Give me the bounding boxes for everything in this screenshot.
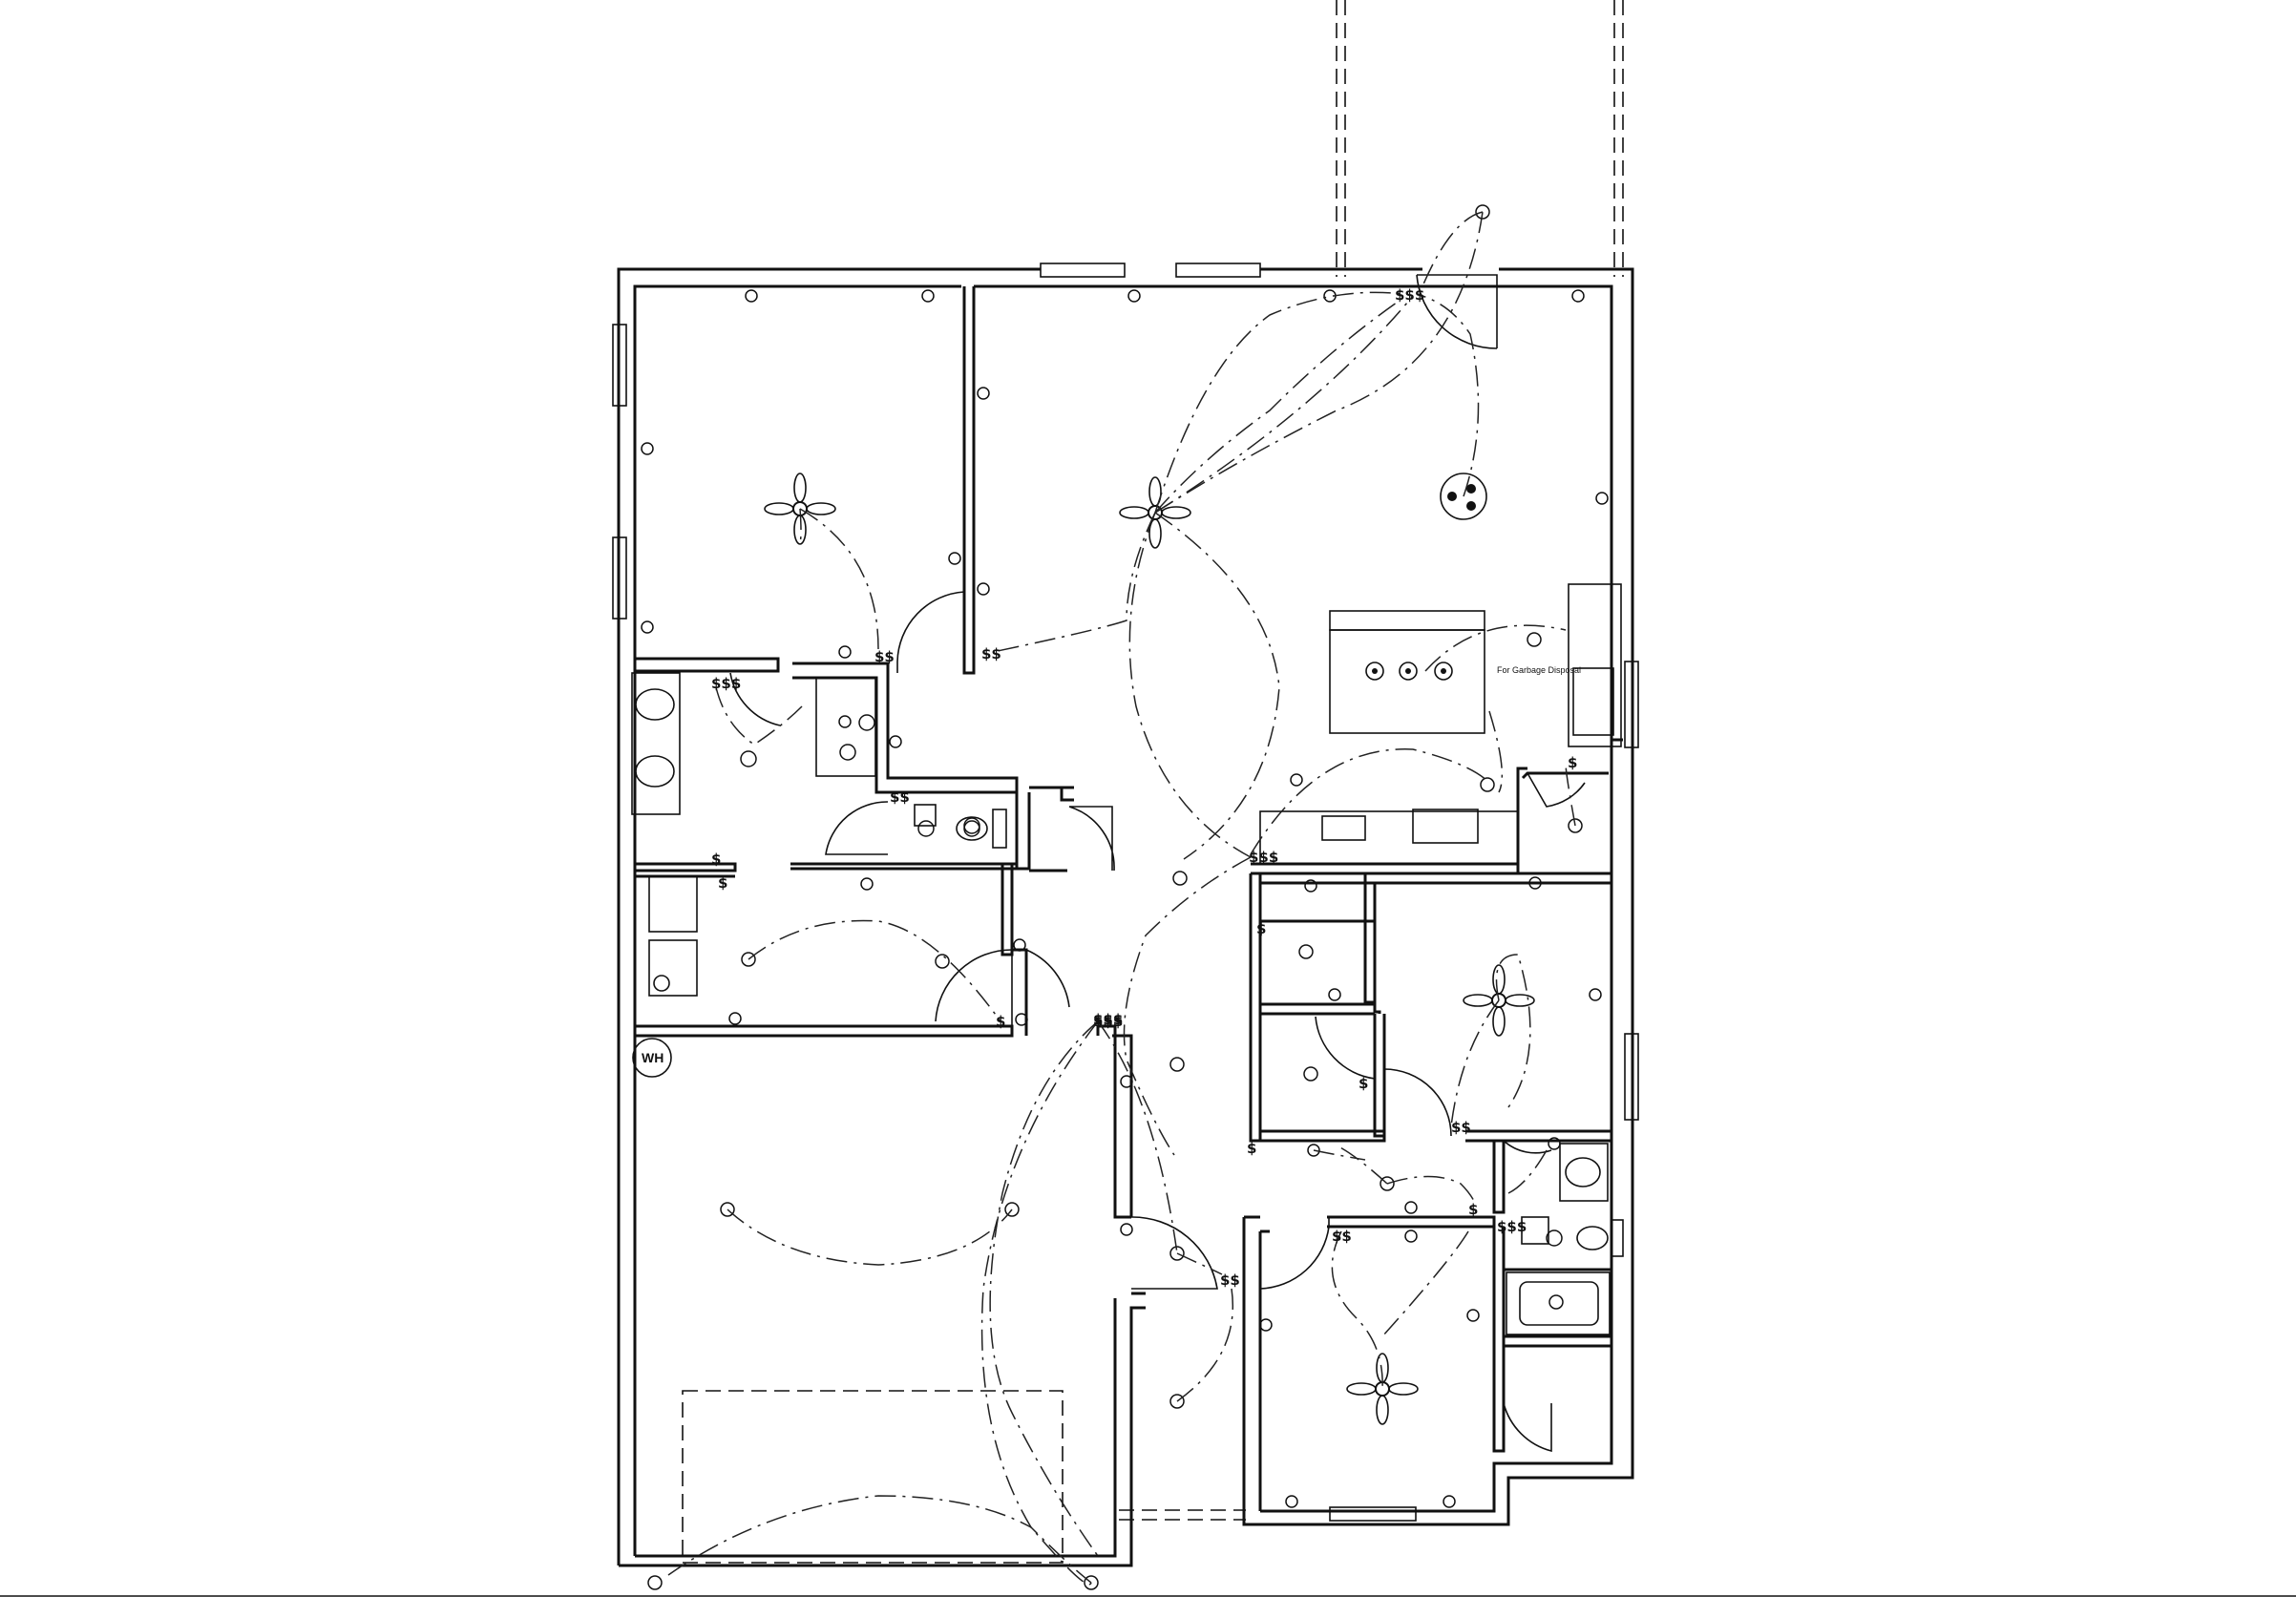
switch-single: $ — [1568, 754, 1577, 771]
switch-single: $ — [1256, 920, 1266, 937]
switch-single: $ — [996, 1013, 1005, 1030]
interior-walls — [635, 286, 1623, 1453]
bath-fixtures — [631, 672, 1624, 1335]
switch-single: $ — [711, 851, 721, 868]
porch-dashed — [1119, 1509, 1246, 1521]
laundry — [648, 875, 698, 997]
switch-single: $ — [1247, 1140, 1256, 1157]
switch-double: $$ — [874, 648, 895, 665]
wiring-circuits — [667, 211, 1576, 1586]
switch-triple: $$$ — [711, 675, 741, 692]
switch-single: $ — [718, 874, 727, 892]
patio-outline — [1336, 0, 1624, 277]
switch-single: $ — [1468, 1201, 1478, 1218]
garage-door-outline — [682, 1390, 1064, 1564]
ceiling-fan — [1463, 964, 1535, 1037]
switch-triple: $$$ — [1497, 1218, 1527, 1235]
exterior-walls — [617, 267, 1634, 1567]
island-pendants — [1365, 662, 1453, 681]
ceiling-fan — [1346, 1353, 1419, 1425]
switch-triple: $$$ — [1395, 286, 1424, 304]
pendant-light — [1440, 473, 1487, 520]
switch-triple: $$$ — [1093, 1011, 1123, 1028]
garbage-disposal-label: For Garbage Disposal — [1497, 665, 1581, 675]
kitchen: For Garbage Disposal — [1259, 583, 1622, 865]
light-fixtures — [641, 204, 1609, 1590]
ceiling-fans — [764, 473, 1535, 1425]
switches: $$$ $$ $$ $$$ $$ $ $ $ $$$ $$$ $ $ $ $$ … — [711, 286, 1577, 1289]
switch-triple: $$$ — [1249, 849, 1278, 866]
svg-text:WH: WH — [642, 1050, 664, 1065]
switch-triple: $$$ — [1093, 1013, 1123, 1030]
switch-double: $$ — [981, 645, 1001, 662]
water-heater: WH — [632, 1038, 672, 1078]
switch-double: $$ — [1220, 1271, 1240, 1289]
ceiling-fan — [1119, 476, 1191, 549]
switch-single: $ — [1359, 1075, 1368, 1092]
switch-double: $$ — [890, 788, 910, 806]
switch-double: $$ — [1332, 1228, 1352, 1245]
switch-double: $$ — [1451, 1119, 1471, 1136]
windows — [612, 263, 1639, 1522]
